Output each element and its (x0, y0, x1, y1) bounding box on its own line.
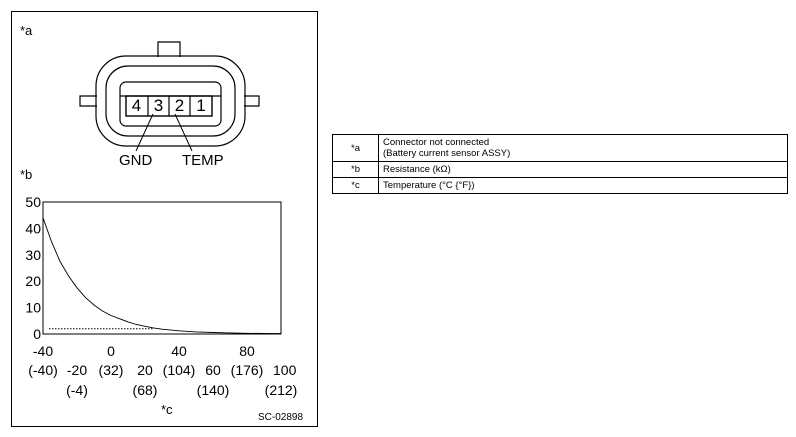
x-tick-label-celsius: -40 (33, 343, 53, 359)
legend-value-line: Connector not connected (383, 137, 490, 148)
connector-drawing (79, 41, 260, 152)
connector-housing-outer (95, 55, 246, 147)
legend-row: *a Connector not connected (Battery curr… (332, 134, 788, 162)
connector-latch (157, 41, 181, 57)
x-tick-label-celsius: 100 (273, 362, 297, 378)
pin-label: 2 (174, 96, 185, 115)
x-tick-label-fahrenheit: (68) (133, 382, 158, 398)
legend-key: *c (332, 177, 379, 194)
resistance-curve (42, 217, 282, 335)
x-tick-label-fahrenheit: (176) (231, 362, 264, 378)
x-tick-label-celsius: 60 (205, 362, 221, 378)
connector-terminal-face (119, 81, 222, 127)
legend-table: *a Connector not connected (Battery curr… (332, 134, 788, 194)
pin-label: 1 (196, 96, 206, 115)
y-tick-label: 0 (33, 326, 41, 342)
legend-value: Temperature (°C {°F}) (378, 177, 788, 194)
legend-row: *c Temperature (°C {°F}) (332, 177, 788, 194)
x-tick-label-fahrenheit: (32) (99, 362, 124, 378)
pin-label: 3 (153, 96, 164, 115)
connector-right-ear (244, 95, 260, 107)
figure-svg: 50403020100-40-20020406080100(-40)(-4)(3… (25, 41, 297, 398)
connector-left-ear (79, 95, 97, 107)
x-tick-label-fahrenheit: (212) (265, 382, 298, 398)
figure-code: SC-02898 (258, 412, 304, 423)
legend-key: *b (332, 161, 379, 178)
x-tick-label-fahrenheit: (104) (163, 362, 196, 378)
x-tick-label-fahrenheit: (-4) (66, 382, 88, 398)
legend-value: Connector not connected (Battery current… (378, 134, 788, 162)
legend-key: *a (332, 134, 379, 162)
y-tick-label: 20 (25, 273, 41, 289)
connector-housing-inner (105, 65, 236, 137)
gnd-leader-line (135, 113, 154, 152)
legend-value-line: (Battery current sensor ASSY) (383, 148, 511, 159)
gnd-label: GND (119, 152, 153, 169)
y-tick-label: 10 (25, 300, 41, 316)
x-axis-marker-label: *c (161, 402, 173, 417)
legend-value: Resistance (kΩ) (378, 161, 788, 178)
x-tick-label-fahrenheit: (-40) (28, 362, 58, 378)
x-tick-label-celsius: 20 (137, 362, 153, 378)
y-tick-label: 40 (25, 220, 41, 236)
legend-row: *b Resistance (kΩ) (332, 161, 788, 178)
x-tick-label-celsius: -20 (67, 362, 87, 378)
x-tick-label-fahrenheit: (140) (197, 382, 230, 398)
x-tick-label-celsius: 0 (107, 343, 115, 359)
temp-label: TEMP (182, 152, 224, 169)
y-tick-label: 30 (25, 247, 41, 263)
connector-marker-label: *a (20, 23, 33, 38)
x-tick-label-celsius: 80 (239, 343, 255, 359)
graph-marker-label: *b (20, 167, 33, 182)
temp-leader-line (174, 113, 193, 152)
pin-label: 4 (131, 96, 142, 115)
chart-group: 50403020100-40-20020406080100(-40)(-4)(3… (25, 194, 297, 398)
x-tick-label-celsius: 40 (171, 343, 187, 359)
plot-frame (42, 201, 282, 335)
y-tick-label: 50 (25, 194, 41, 210)
